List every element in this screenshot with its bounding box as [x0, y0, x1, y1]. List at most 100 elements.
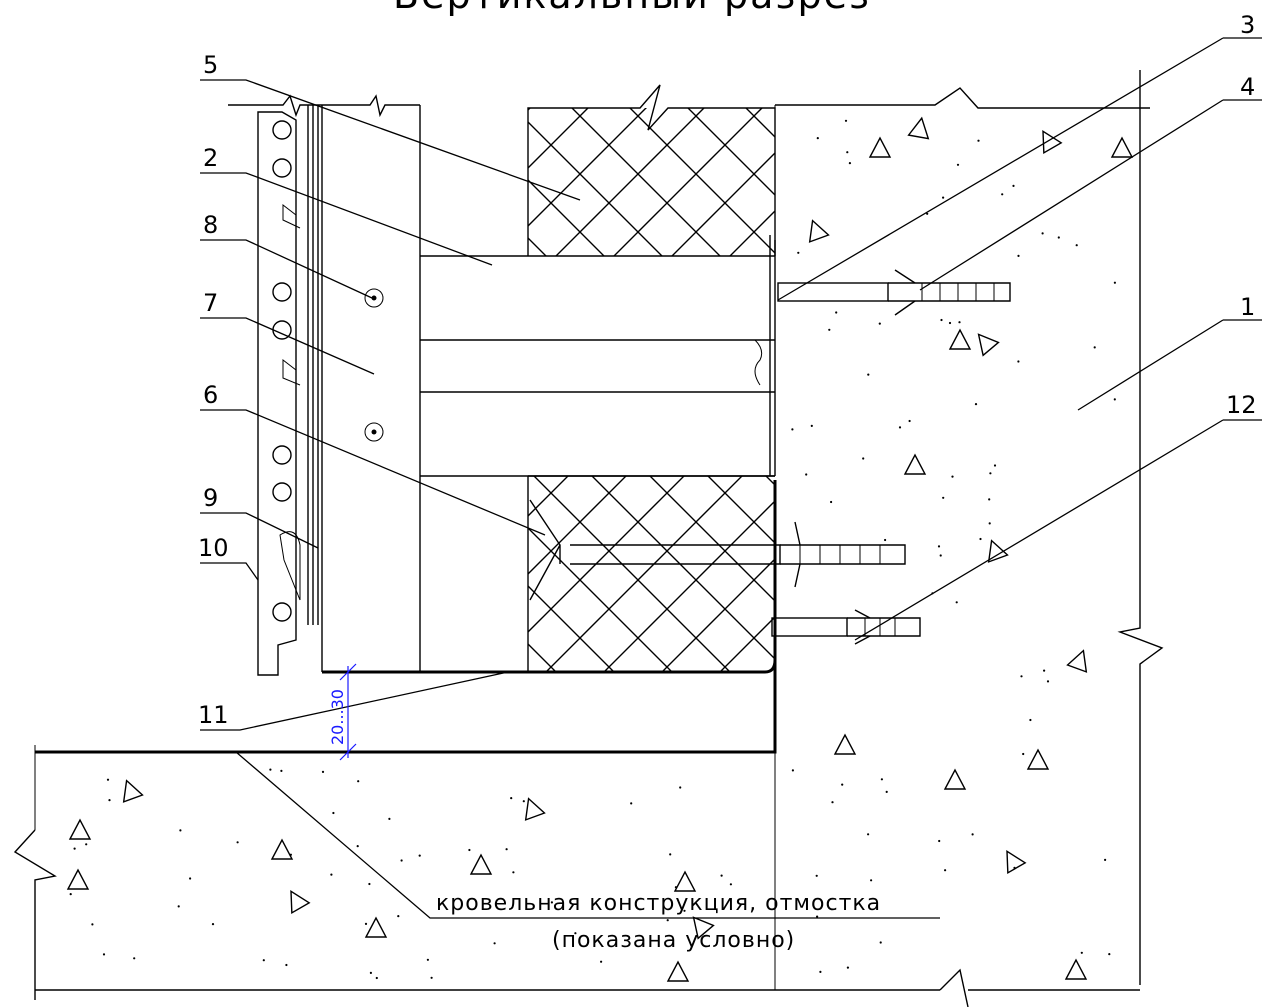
aggregate-dot	[262, 959, 265, 962]
aggregate-dot	[1020, 675, 1023, 678]
aggregate-triangle	[1042, 130, 1063, 154]
leaders	[200, 37, 1262, 919]
aggregate-dot	[830, 500, 833, 504]
aggregate-dot	[679, 786, 682, 789]
aggregate-dot	[879, 941, 882, 944]
aggregate-dot	[400, 859, 403, 862]
aggregate-dot	[397, 915, 400, 918]
aggregate-triangle	[66, 868, 90, 890]
aggregate-dot	[1113, 281, 1116, 284]
aggregate-dot	[819, 970, 822, 974]
aggregate-dot	[938, 839, 941, 843]
aggregate-dot	[321, 770, 325, 774]
aggregate-dot	[1041, 232, 1044, 235]
aggregate-dot	[280, 769, 283, 773]
aggregate-dot	[375, 976, 378, 980]
aggregate-dot	[1022, 752, 1025, 756]
aggregate-dot	[816, 137, 819, 140]
dimension-label: 20...30	[328, 689, 347, 745]
aggregate-dot	[177, 905, 180, 908]
anchor-lower	[771, 609, 921, 645]
profile-hole	[272, 602, 292, 622]
aggregate-dot	[512, 871, 515, 874]
ground-slab	[13, 745, 1140, 1007]
aggregate-dot	[988, 522, 991, 525]
aggregate-dot	[505, 848, 508, 851]
aggregate-dot	[364, 922, 368, 926]
aggregate-dot	[846, 151, 849, 154]
aggregate-dot	[1029, 718, 1032, 722]
aggregate-dot	[236, 841, 239, 844]
aggregate-triangle	[903, 453, 927, 475]
aggregate-dot	[468, 848, 471, 852]
aggregate-dot	[102, 953, 106, 956]
aggregate-dot	[332, 811, 335, 815]
aggregate-dot	[880, 778, 884, 781]
aggregate-dot	[430, 976, 433, 979]
aggregate-triangle	[692, 916, 715, 940]
bracket-area	[228, 94, 777, 754]
callout-1: 1	[1240, 293, 1255, 321]
aggregate-dot	[841, 783, 844, 786]
aggregate-dot	[948, 321, 952, 325]
aggregate-dot	[848, 162, 852, 165]
aggregate-dot	[85, 843, 88, 846]
aggregate-dot	[884, 538, 887, 542]
aggregate-dot	[729, 883, 733, 886]
aggregate-triangle	[666, 960, 690, 982]
aggregate-dot	[942, 196, 945, 199]
aggregate-dot	[971, 833, 974, 836]
aggregate-triangle	[943, 768, 967, 790]
aggregate-dot	[831, 801, 834, 804]
profile-hole	[272, 482, 292, 502]
aggregate-dot	[815, 874, 818, 877]
aggregate-dot	[867, 833, 870, 836]
aggregate-dot	[1108, 953, 1111, 956]
aggregate-triangle	[469, 853, 493, 875]
callout-8: 8	[203, 211, 218, 239]
aggregate-dot	[189, 877, 192, 880]
callout-numbers: 1 2 3 4 5 6 7 8 9 10 11 12	[198, 11, 1257, 729]
aggregate-dot	[940, 318, 943, 322]
aggregate-dot	[133, 957, 136, 960]
aggregate-dot	[426, 958, 429, 961]
callout-4: 4	[1240, 73, 1255, 101]
aggregate-triangle	[1064, 958, 1088, 980]
concrete-wall	[774, 70, 1164, 985]
aggregate-dot	[600, 960, 603, 963]
aggregate-dot	[1113, 398, 1116, 401]
callout-9: 9	[203, 484, 218, 512]
aggregate-dot	[73, 847, 76, 850]
aggregate-dot	[356, 845, 359, 848]
aggregate-dot	[683, 909, 686, 912]
aggregate-dot	[908, 419, 911, 423]
aggregate-dot	[108, 799, 111, 802]
cladding-profile	[257, 105, 319, 676]
aggregate-dot	[791, 428, 794, 431]
dimension-gap: 20...30	[328, 663, 357, 761]
aggregate-dot	[666, 919, 669, 922]
aggregate-dot	[977, 139, 980, 142]
aggregate-dot	[1001, 193, 1004, 196]
aggregate-dot	[1046, 680, 1050, 683]
callout-7: 7	[203, 289, 218, 317]
aggregate-dot	[810, 424, 813, 427]
aggregate-dot	[1012, 184, 1015, 187]
aggregate-triangle	[673, 870, 697, 892]
aggregate-triangle	[833, 733, 857, 755]
profile-hole	[272, 282, 292, 302]
callout-10: 10	[198, 534, 229, 562]
aggregate-dot	[106, 778, 110, 781]
aggregate-dot	[955, 601, 958, 604]
aggregate-dot	[369, 971, 372, 975]
profile-hole	[272, 158, 292, 178]
aggregate-dot	[939, 554, 942, 557]
aggregate-dot	[1017, 254, 1020, 257]
aggregate-dot	[550, 901, 554, 904]
aggregate-dot	[418, 854, 421, 857]
aggregate-dot	[510, 797, 513, 800]
aggregate-triangle	[1026, 748, 1050, 770]
callout-11: 11	[198, 701, 229, 729]
aggregate-triangle	[948, 328, 972, 350]
